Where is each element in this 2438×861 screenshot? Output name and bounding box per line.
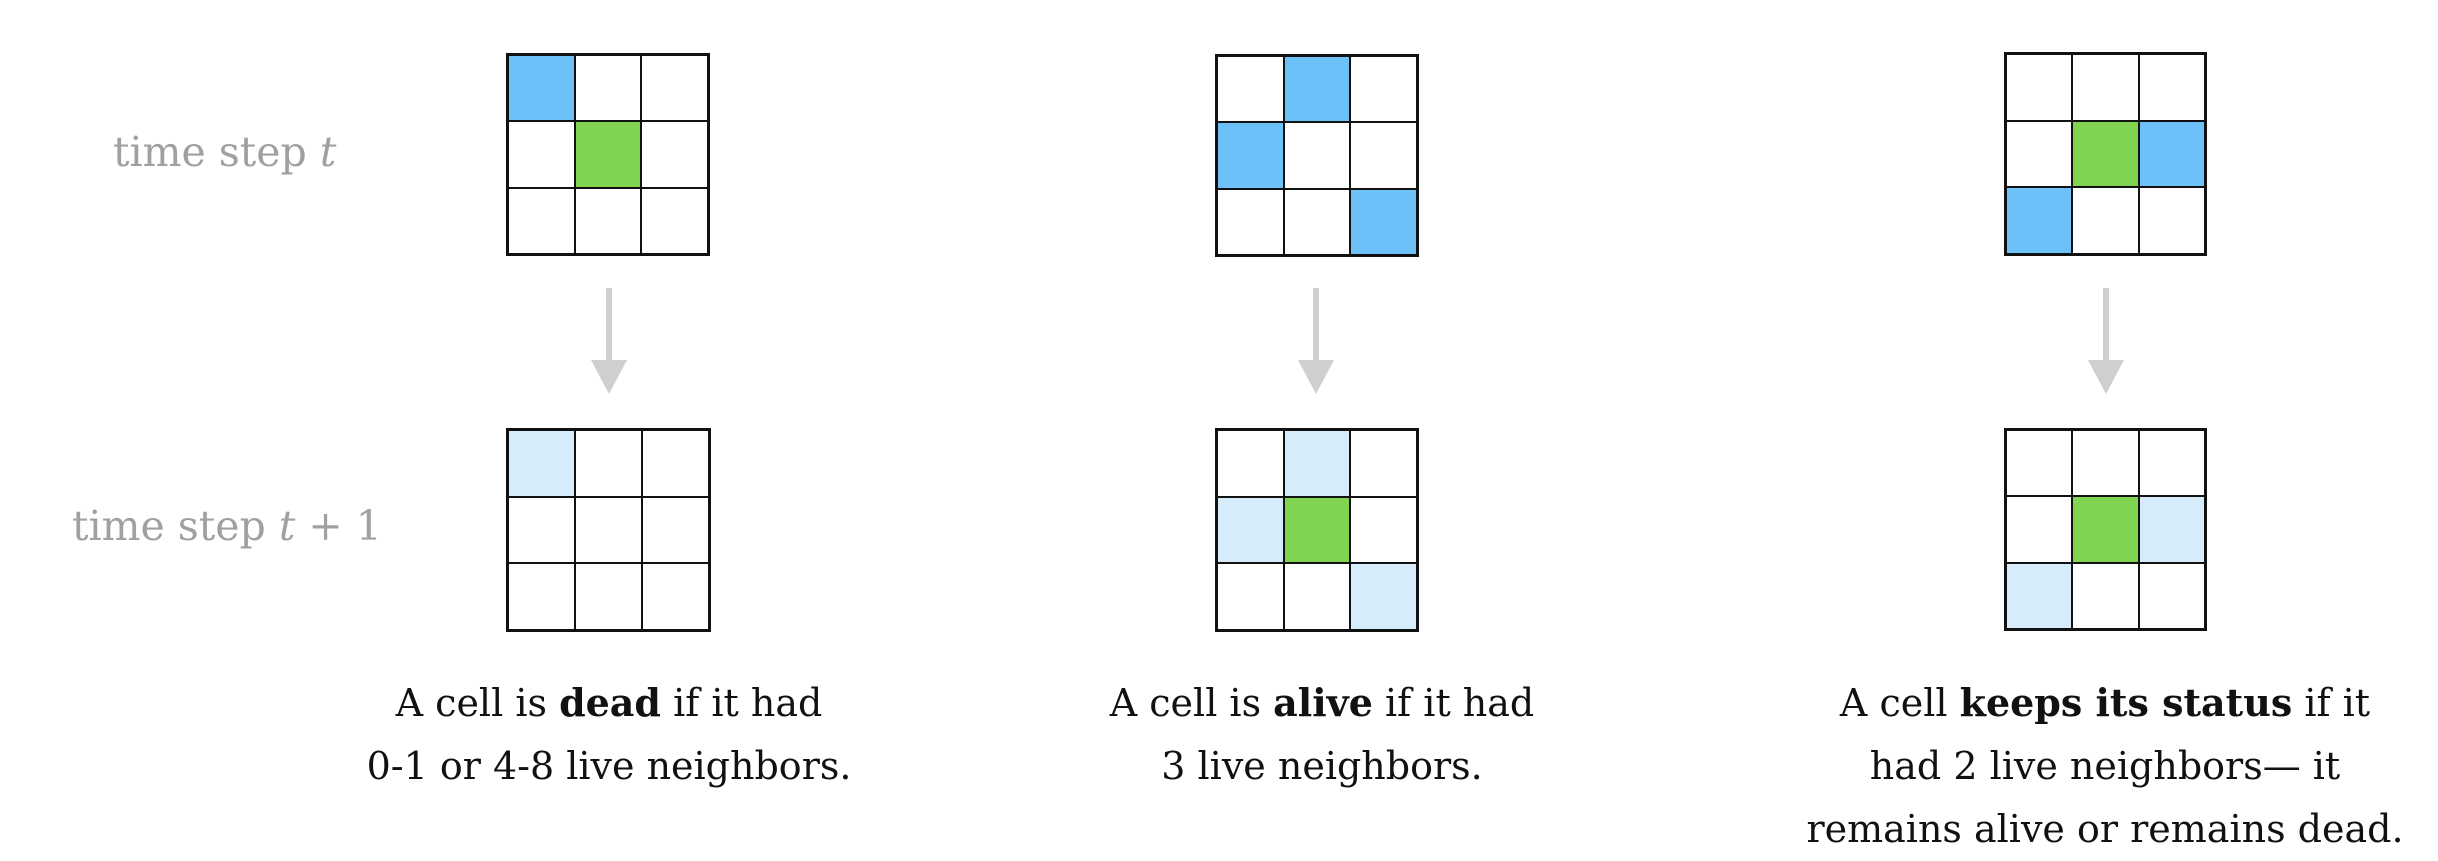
row-label-variable: t [278,502,296,550]
grid-example-3-time-t [2004,52,2207,256]
caption-text: A cell [1839,681,1960,725]
caption-line-1: A cell is dead if it had [367,671,852,735]
caption-line-2: 3 live neighbors. [1161,744,1483,788]
caption-line-2: 0-1 or 4-8 live neighbors. [366,744,852,788]
cell-empty [575,496,642,564]
cell-empty [2138,562,2205,629]
row-label-time-step-t: time step t [113,128,336,176]
cell-empty [2072,430,2139,497]
cell-empty [508,496,575,564]
row-label-variable: t [319,128,337,176]
cell-empty [641,187,708,254]
cell-alive [1283,56,1351,123]
caption-line-2: had 2 live neighbors— it [1869,744,2341,788]
cell-empty [1217,563,1284,630]
cell-alive-faded [508,430,575,497]
cell-empty [508,121,575,188]
cell-alive-faded [1350,563,1417,630]
caption-example-1: A cell is dead if it had 0-1 or 4-8 live… [367,671,852,798]
cell-center [1283,496,1351,564]
cell-center [2072,496,2139,563]
caption-text: A cell is [1109,681,1274,725]
cell-alive [1350,188,1417,255]
caption-text: if it had [661,681,823,725]
cell-alive-faded [1283,430,1351,497]
row-label-suffix: + 1 [295,502,382,550]
cell-empty [641,121,708,188]
row-label-prefix: time step [113,128,320,176]
row-label-prefix: time step [72,502,279,550]
caption-example-3: A cell keeps its status if it had 2 live… [1806,671,2403,861]
cell-empty [642,430,709,497]
grid-example-2-time-t-plus-1 [1215,428,1419,632]
cell-empty [2006,54,2073,121]
cell-alive [508,55,575,122]
row-label-time-step-t-plus-1: time step t + 1 [72,502,382,550]
grid-example-2-time-t [1215,54,1419,257]
cell-empty [642,496,709,564]
cell-empty [2072,54,2139,121]
cell-empty [2138,187,2205,254]
cell-empty [2072,562,2139,629]
cell-empty [575,430,642,497]
cell-alive [1217,122,1284,189]
down-arrow-icon [591,288,627,394]
cell-empty [1350,56,1417,123]
cell-empty [2006,120,2073,188]
cell-empty [1217,430,1284,497]
grid-example-1-time-t-plus-1 [506,428,711,632]
cell-empty [1217,188,1284,255]
cell-empty [1350,122,1417,189]
caption-bold-text: dead [559,680,662,725]
caption-text: A cell is [395,681,560,725]
caption-bold-text: alive [1273,680,1373,725]
cell-empty [1350,430,1417,497]
grid-example-3-time-t-plus-1 [2004,428,2207,631]
cell-empty [2006,430,2073,497]
grid-example-1-time-t [506,53,710,256]
cell-empty [574,187,642,254]
caption-text: if it [2292,681,2371,725]
cell-alive-faded [2006,562,2073,629]
caption-line-3: remains alive or remains dead. [1806,807,2404,851]
cell-empty [1283,122,1351,189]
cell-center [574,121,642,188]
cell-alive [2138,120,2205,188]
cell-empty [575,563,642,630]
cell-center [2072,120,2139,188]
cell-alive-faded [1217,496,1284,564]
caption-bold-text: keeps its status [1959,680,2293,725]
down-arrow-icon [2088,288,2124,394]
cell-empty [642,563,709,630]
cell-empty [574,55,642,122]
cell-empty [1350,496,1417,564]
cell-empty [2072,187,2139,254]
cell-alive [2006,187,2073,254]
cell-alive-faded [2138,496,2205,563]
cell-empty [2138,54,2205,121]
cell-empty [2138,430,2205,497]
cell-empty [2006,496,2073,563]
caption-example-2: A cell is alive if it had 3 live neighbo… [1110,671,1535,798]
caption-line-1: A cell is alive if it had [1110,671,1535,735]
caption-line-1: A cell keeps its status if it [1806,671,2403,735]
cell-empty [641,55,708,122]
down-arrow-icon [1298,288,1334,394]
cell-empty [508,563,575,630]
cell-empty [508,187,575,254]
cell-empty [1283,563,1351,630]
cell-empty [1217,56,1284,123]
cell-empty [1283,188,1351,255]
caption-text: if it had [1372,681,1535,725]
